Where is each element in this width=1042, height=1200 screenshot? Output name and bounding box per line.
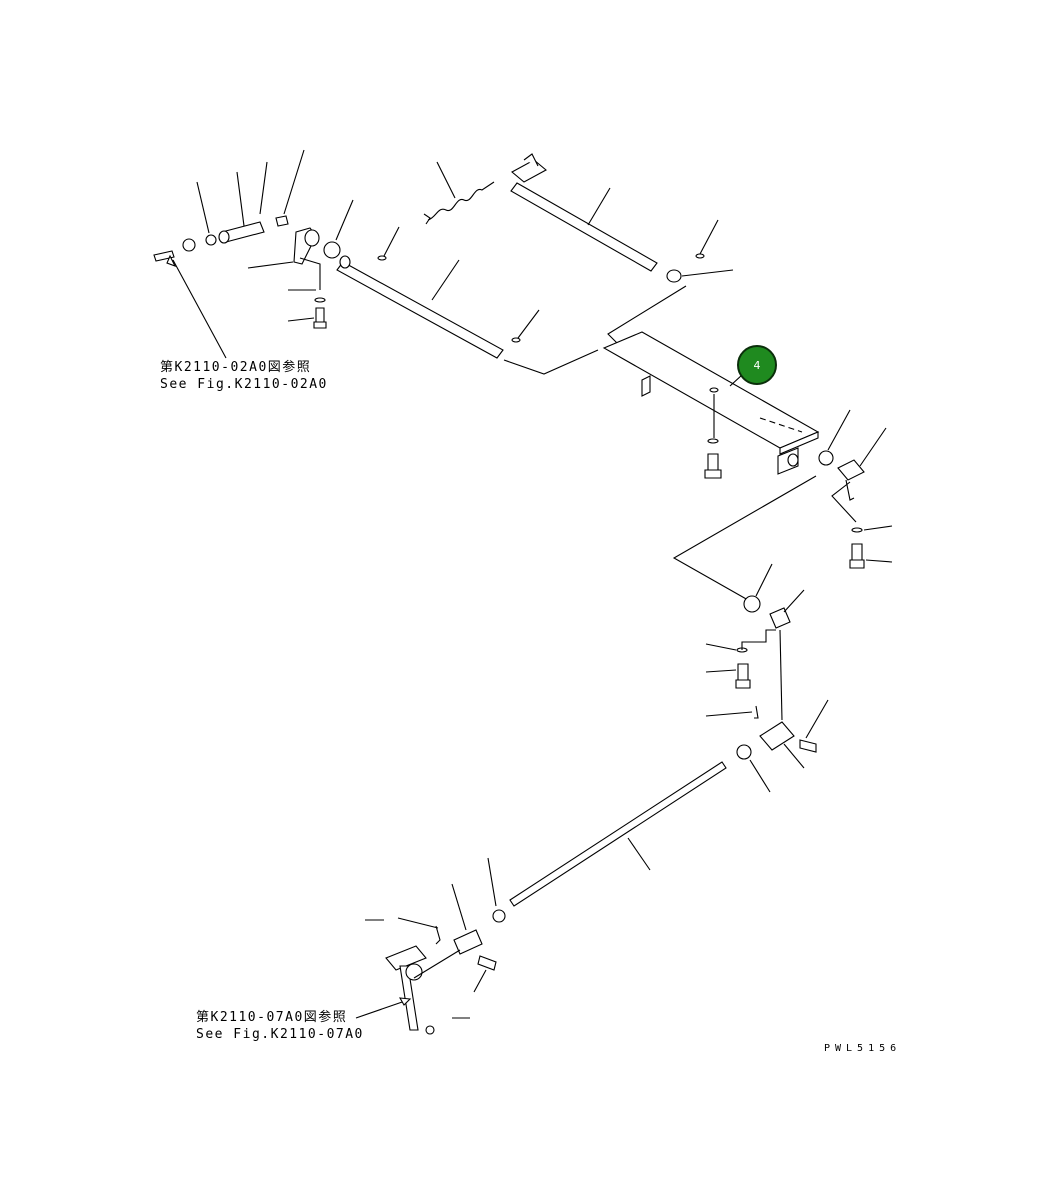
upper-shafts <box>336 153 705 359</box>
long-rod <box>487 761 727 923</box>
right-parts <box>672 409 893 601</box>
top-left-parts <box>153 215 341 329</box>
part-callout-4[interactable]: 4 <box>737 345 777 385</box>
bracket-plate <box>602 331 820 479</box>
reference-bottom-en: See Fig.K2110-07A0 <box>196 1027 364 1042</box>
reference-top-en: See Fig.K2110-02A0 <box>160 377 328 392</box>
bottom-parts <box>355 883 497 1035</box>
reference-top: 第K2110-02A0図参照 See Fig.K2110-02A0 <box>160 359 328 393</box>
reference-bottom-jp: 第K2110-07A0図参照 <box>196 1010 348 1025</box>
reference-top-jp: 第K2110-02A0図参照 <box>160 360 312 375</box>
figure-code: PWL5156 <box>824 1043 902 1054</box>
top-left-leaders <box>166 149 354 359</box>
reference-bottom: 第K2110-07A0図参照 See Fig.K2110-07A0 <box>196 1009 364 1043</box>
middle-right-parts <box>705 563 829 793</box>
upper-leaders <box>383 161 734 375</box>
